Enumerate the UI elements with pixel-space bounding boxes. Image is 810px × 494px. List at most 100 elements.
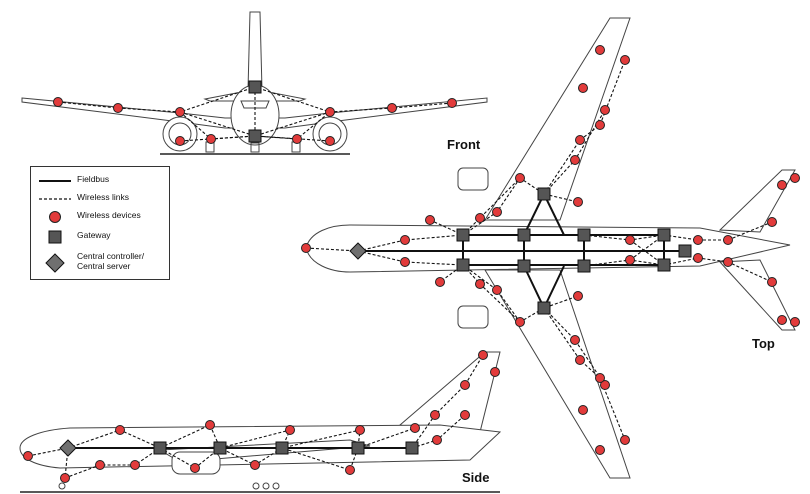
wireless-device	[460, 380, 470, 390]
wireless-device	[400, 235, 410, 245]
wireless-link-line-icon	[39, 198, 71, 200]
wireless-device	[595, 45, 605, 55]
label-top: Top	[752, 336, 775, 351]
wireless-device	[205, 420, 215, 430]
wireless-device-icon	[49, 211, 61, 223]
wireless-device	[432, 435, 442, 445]
wireless-device	[693, 253, 703, 263]
legend-wireless-devices-label: Wireless devices	[77, 210, 141, 220]
gateway	[577, 228, 591, 242]
legend-wireless-links: Wireless links	[31, 189, 169, 209]
legend-central-label: Central controller/ Central server	[77, 251, 144, 271]
wireless-device	[595, 120, 605, 130]
gateway	[275, 441, 289, 455]
wireless-device	[492, 285, 502, 295]
legend-gateway-label: Gateway	[77, 230, 111, 240]
wireless-device	[777, 180, 787, 190]
fieldbus-line-icon	[39, 180, 71, 182]
gateway	[537, 187, 551, 201]
gateway	[456, 258, 470, 272]
wireless-device	[625, 235, 635, 245]
wireless-device	[325, 136, 335, 146]
wireless-device	[490, 367, 500, 377]
wireless-device	[113, 103, 123, 113]
wireless-device	[570, 335, 580, 345]
legend-wireless-devices: Wireless devices	[31, 207, 169, 227]
wireless-device	[447, 98, 457, 108]
legend-central: Central controller/ Central server	[31, 249, 169, 277]
wireless-device	[250, 460, 260, 470]
gateway	[351, 441, 365, 455]
wireless-device	[475, 213, 485, 223]
wireless-device	[600, 380, 610, 390]
wireless-device	[573, 197, 583, 207]
wireless-device	[767, 277, 777, 287]
central-controller-icon	[45, 253, 65, 273]
wireless-device	[595, 445, 605, 455]
wireless-device	[95, 460, 105, 470]
wireless-device	[206, 134, 216, 144]
wireless-device	[767, 217, 777, 227]
gateway	[537, 301, 551, 315]
top-view	[305, 17, 796, 479]
gateway	[213, 441, 227, 455]
central-controller	[349, 242, 367, 260]
wireless-device	[777, 315, 787, 325]
legend: Fieldbus Wireless links Wireless devices…	[30, 166, 170, 280]
gateway	[248, 80, 262, 94]
label-side: Side	[462, 470, 490, 485]
wireless-device	[430, 410, 440, 420]
legend-wireless-links-label: Wireless links	[77, 192, 129, 202]
wireless-device	[345, 465, 355, 475]
label-front: Front	[447, 137, 481, 152]
gateways	[153, 80, 692, 455]
gateway-icon	[48, 230, 62, 244]
wireless-device	[53, 97, 63, 107]
wireless-device	[460, 410, 470, 420]
central-controllers	[59, 242, 367, 457]
legend-fieldbus-label: Fieldbus	[77, 174, 110, 184]
wireless-devices	[23, 45, 800, 483]
wireless-device	[301, 243, 311, 253]
gateway	[657, 258, 671, 272]
wireless-device	[790, 173, 800, 183]
wireless-device	[790, 317, 800, 327]
gateway	[657, 228, 671, 242]
wireless-device	[478, 350, 488, 360]
wireless-device	[693, 235, 703, 245]
legend-gateway: Gateway	[31, 227, 169, 247]
wireless-device	[115, 425, 125, 435]
wireless-device	[175, 136, 185, 146]
wireless-device	[325, 107, 335, 117]
legend-central-line2: Central server	[77, 261, 131, 271]
wireless-device	[578, 405, 588, 415]
wireless-device	[400, 257, 410, 267]
wireless-device	[575, 135, 585, 145]
wireless-device	[475, 279, 485, 289]
wireless-device	[425, 215, 435, 225]
front-view	[21, 11, 488, 155]
gateway	[248, 129, 262, 143]
wireless-device	[723, 257, 733, 267]
wireless-device	[575, 355, 585, 365]
wireless-device	[620, 55, 630, 65]
wireless-device	[355, 425, 365, 435]
wireless-device	[620, 435, 630, 445]
gateway	[456, 228, 470, 242]
wireless-device	[515, 317, 525, 327]
wireless-device	[723, 235, 733, 245]
wireless-device	[573, 291, 583, 301]
wireless-device	[23, 451, 33, 461]
gateway	[517, 228, 531, 242]
legend-central-line1: Central controller/	[77, 251, 145, 261]
gateway	[577, 259, 591, 273]
wireless-device	[492, 207, 502, 217]
gateway	[153, 441, 167, 455]
wireless-device	[625, 255, 635, 265]
wireless-device	[285, 425, 295, 435]
wireless-device	[570, 155, 580, 165]
wireless-device	[595, 373, 605, 383]
central-controller	[59, 439, 77, 457]
wireless-device	[435, 277, 445, 287]
